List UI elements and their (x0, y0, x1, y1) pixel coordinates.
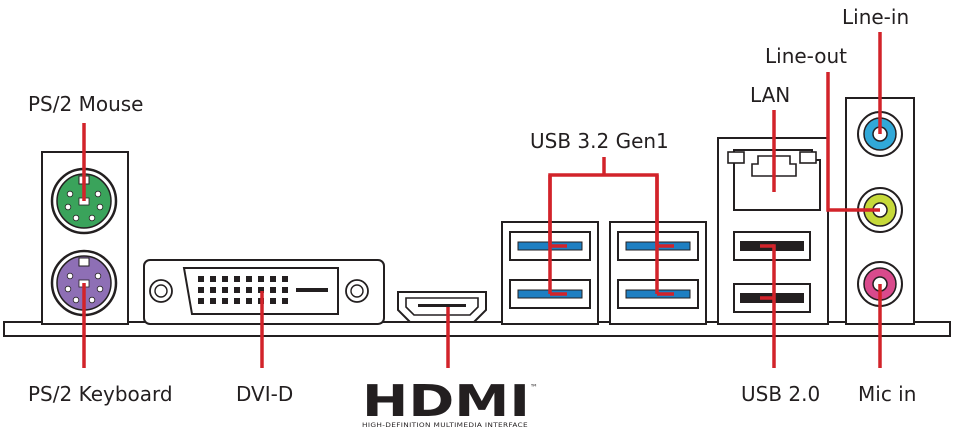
label-usb-32-gen1: USB 3.2 Gen1 (530, 129, 669, 153)
dvi-pin (270, 287, 276, 293)
lan-port (727, 149, 821, 211)
dvi-pin (234, 287, 240, 293)
dvi-pin (258, 287, 264, 293)
callout-usb2 (772, 244, 776, 368)
dvi-pin (210, 276, 216, 282)
dvi-pin (222, 298, 228, 304)
label-line-out: Line-out (765, 44, 847, 68)
hdmi-tagline: HIGH-DEFINITION MULTIMEDIA INTERFACE (362, 421, 528, 429)
labels: PS/2 Mouse PS/2 Keyboard DVI-D USB 3.2 G… (28, 5, 916, 406)
label-mic-in: Mic in (858, 382, 916, 406)
label-dvi-d: DVI-D (236, 382, 293, 406)
dvi-pin (246, 287, 252, 293)
dvi-d-port (143, 259, 385, 325)
dvi-pin (282, 298, 288, 304)
usb-32-gen1-stack-left (501, 221, 599, 325)
dvi-pin (198, 298, 204, 304)
dvi-pin (198, 287, 204, 293)
dvi-pin (270, 298, 276, 304)
dvi-pin (222, 287, 228, 293)
dvi-pin (282, 287, 288, 293)
label-ps2-mouse: PS/2 Mouse (28, 92, 143, 116)
hdmi-port (397, 291, 487, 323)
dvi-pin (246, 298, 252, 304)
dvi-pin (222, 276, 228, 282)
io-backplate (3, 321, 951, 337)
dvi-pin (234, 298, 240, 304)
dvi-pin (210, 287, 216, 293)
hdmi-trademark: ™ (530, 383, 538, 392)
label-line-in: Line-in (842, 5, 909, 29)
dvi-pin (234, 276, 240, 282)
hdmi-logo: HDMI ™ HIGH-DEFINITION MULTIMEDIA INTERF… (362, 376, 538, 429)
dvi-pin (258, 276, 264, 282)
label-ps2-keyboard: PS/2 Keyboard (28, 382, 173, 406)
label-lan: LAN (750, 83, 790, 107)
callout-line-out (826, 72, 880, 212)
label-usb-20: USB 2.0 (741, 382, 820, 406)
callout-lines (82, 32, 882, 368)
hdmi-wordmark: HDMI (362, 376, 530, 427)
dvi-pin (198, 276, 204, 282)
dvi-pin (246, 276, 252, 282)
dvi-pin (270, 276, 276, 282)
dvi-pin (210, 298, 216, 304)
dvi-pin (282, 276, 288, 282)
